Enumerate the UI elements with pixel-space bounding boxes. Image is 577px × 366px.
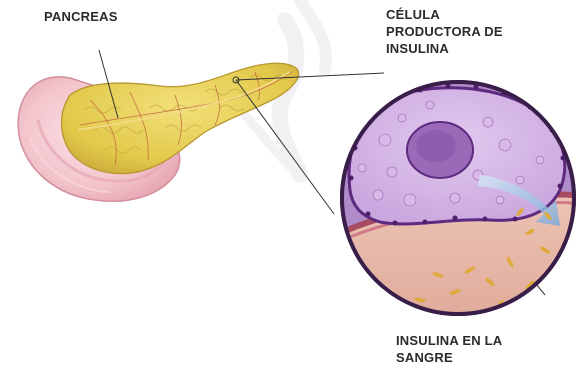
label-insulin-producing-cell: CÉLULA PRODUCTORA DE INSULINA bbox=[386, 6, 503, 57]
label-pancreas: PANCREAS bbox=[44, 8, 118, 25]
label-line: PRODUCTORA DE bbox=[386, 23, 503, 40]
magnified-view bbox=[330, 70, 577, 330]
label-insulin-in-blood: INSULINA EN LA SANGRE bbox=[396, 332, 502, 366]
label-line: CÉLULA bbox=[386, 6, 503, 23]
label-line: SANGRE bbox=[396, 349, 502, 366]
label-line: INSULINA EN LA bbox=[396, 332, 502, 349]
label-line: INSULINA bbox=[386, 40, 503, 57]
